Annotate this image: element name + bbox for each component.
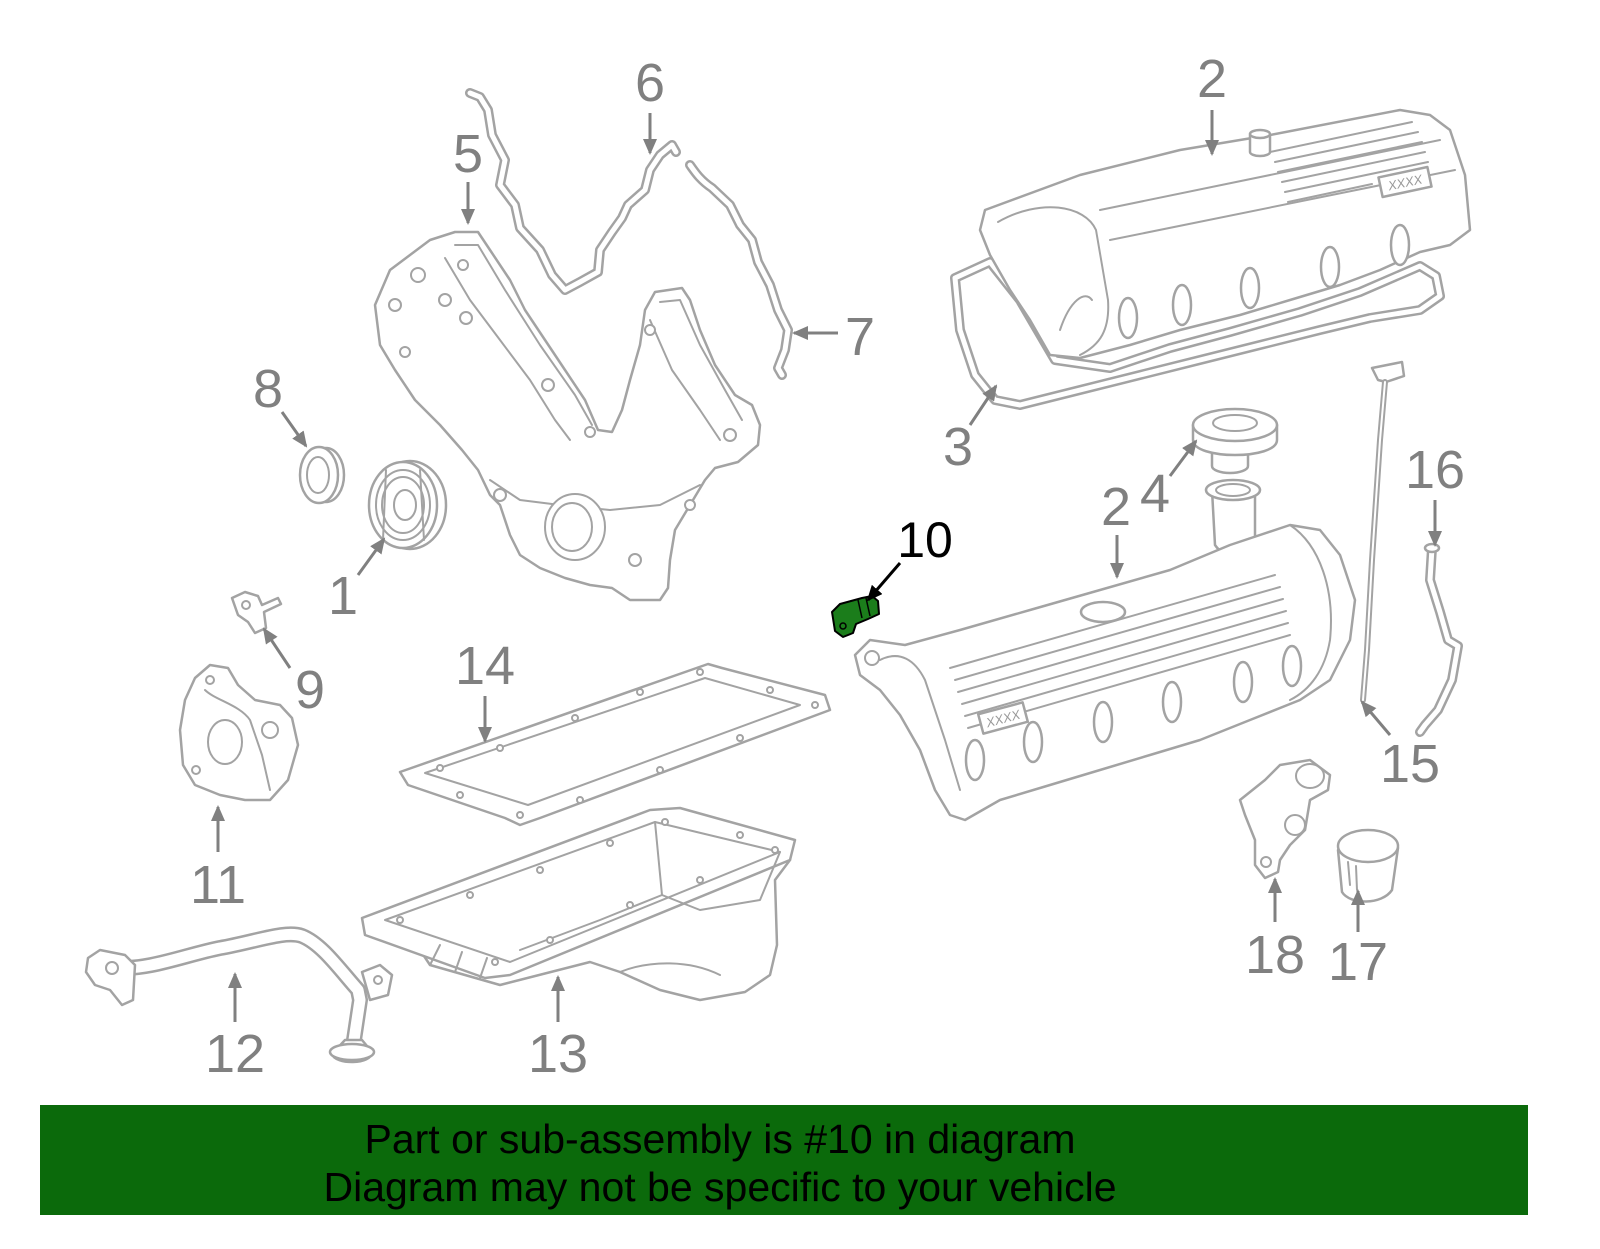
callout-2-lower: 2: [1101, 477, 1131, 579]
part-side-gasket: [685, 160, 793, 380]
callout-label: 18: [1245, 925, 1305, 985]
part-valve-cover-gasket: [950, 257, 1445, 410]
callout-label: 3: [943, 417, 973, 477]
callout-arrow: [968, 384, 998, 426]
part-oil-pan-gasket: [398, 662, 832, 827]
callout-15: 15: [1360, 700, 1440, 794]
part-valve-cover-right: XXXX: [978, 108, 1472, 360]
callout-18: 18: [1245, 877, 1305, 985]
callout-label: 15: [1380, 734, 1440, 794]
callout-6: 6: [635, 53, 665, 155]
callout-1: 1: [328, 537, 386, 626]
callout-7: 7: [792, 307, 875, 367]
callout-label: 6: [635, 53, 665, 113]
callout-arrow: [1360, 700, 1392, 736]
part-front-cover: [373, 230, 762, 602]
callout-arrow: [866, 562, 902, 602]
part-tensioner: [1238, 758, 1332, 880]
part-oil-pump: [178, 663, 300, 802]
part-dipstick-tube: [1415, 542, 1463, 737]
part-oil-pan: [360, 806, 797, 1002]
callout-label: 8: [253, 359, 283, 419]
valve-cover-tag-upper: XXXX: [1377, 165, 1433, 199]
part-front-seal: [298, 445, 346, 505]
callout-label: 2: [1197, 49, 1227, 109]
callout-5: 5: [453, 124, 483, 225]
callout-arrow: [1168, 439, 1198, 477]
callout-label: 5: [453, 124, 483, 184]
callout-label: 2: [1101, 477, 1131, 537]
callout-3: 3: [943, 384, 998, 477]
callout-14: 14: [455, 636, 515, 743]
callout-label: 13: [528, 1024, 588, 1084]
callout-17: 17: [1328, 889, 1388, 992]
callout-9: 9: [262, 627, 325, 720]
callout-13: 13: [528, 975, 588, 1084]
callout-2-upper: 2: [1197, 49, 1227, 156]
callout-12: 12: [205, 972, 265, 1084]
callout-label: 11: [190, 855, 246, 915]
callout-label: 4: [1140, 464, 1170, 524]
callout-arrow: [356, 537, 386, 576]
part-valve-cover-left: XXXX: [853, 478, 1357, 822]
callout-arrow: [280, 411, 308, 448]
part-oil-filter: [1336, 828, 1400, 903]
callout-4: 4: [1140, 439, 1198, 524]
part-dipstick: [1360, 360, 1406, 703]
callout-label: 9: [295, 660, 325, 720]
part-oil-filler-cap: [1191, 407, 1279, 475]
callout-label: 16: [1405, 440, 1465, 500]
callout-label: 1: [328, 566, 358, 626]
callout-16: 16: [1405, 440, 1465, 547]
banner-line-disclaimer: Diagram may not be specific to your vehi…: [323, 1164, 1117, 1210]
info-banner: Part or sub-assembly is #10 in diagram D…: [40, 1105, 1528, 1215]
callout-label: 17: [1328, 932, 1388, 992]
callout-label: 10: [897, 512, 953, 568]
callout-10-highlighted: 10: [866, 512, 953, 602]
callout-arrow: [262, 627, 292, 669]
callout-label: 14: [455, 636, 515, 696]
part-10-highlighted-sensor: [831, 595, 880, 638]
part-oil-pickup-tube: [84, 926, 394, 1064]
callout-11: 11: [190, 805, 246, 915]
callout-8: 8: [253, 359, 308, 448]
callout-label: 7: [845, 307, 875, 367]
part-timing-cover-gasket: [465, 88, 681, 295]
part-crank-pulley: [367, 459, 448, 551]
part-sensor-9: [230, 590, 283, 635]
callout-label: 12: [205, 1024, 265, 1084]
banner-line-part-number: Part or sub-assembly is #10 in diagram: [364, 1116, 1076, 1162]
